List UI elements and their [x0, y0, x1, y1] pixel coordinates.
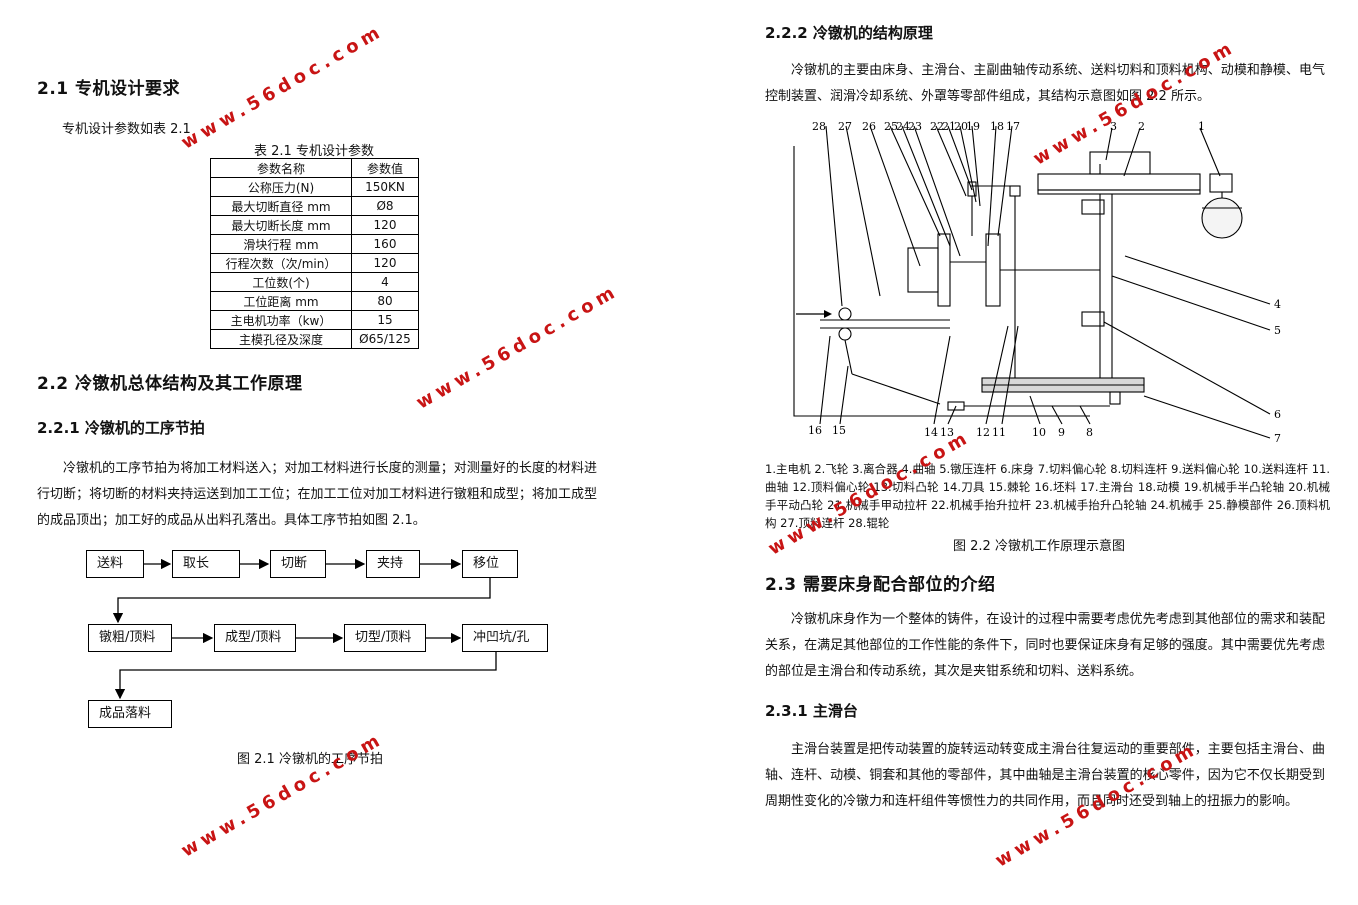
table-caption: 表 2.1 专机设计参数: [254, 144, 374, 159]
table-row: 行程次数（次/min）120: [210, 253, 419, 273]
table-row: 主电机功率（kw）15: [210, 310, 419, 330]
flow-step-feed: 送料: [86, 550, 144, 578]
para-2-2-2: 冷镦机的主要由床身、主滑台、主副曲轴传动系统、送料切料和顶料机构、动模和静模、电…: [765, 63, 1325, 104]
table-cell: 工位距离 mm: [210, 291, 352, 311]
diagram-label: 20: [954, 120, 968, 133]
para-2-3: 冷镦机床身作为一个整体的铸件，在设计的过程中需要考虑优先考虑到其他部位的需求和装…: [765, 612, 1325, 679]
cold-header-schematic: 28 27 26 25 24 23 22 21 20 19 18 17 3 2 …: [793, 120, 1281, 445]
diagram-label: 9: [1058, 426, 1065, 439]
diagram-label: 26: [862, 120, 876, 133]
flow-step-trim: 切型/顶料: [344, 624, 426, 652]
diagram-label: 21: [942, 120, 956, 133]
fig-2-2-caption: 图 2.2 冷镦机工作原理示意图: [953, 539, 1125, 554]
diagram-legend: 1.主电机 2.飞轮 3.离合器 4.曲轴 5.镦压连杆 6.床身 7.切料偏心…: [765, 462, 1330, 530]
diagram-label: 5: [1274, 324, 1281, 337]
table-header-cell: 参数名称: [210, 158, 352, 178]
diagram-label: 13: [940, 426, 954, 439]
flow-step-upset: 镦粗/顶料: [88, 624, 172, 652]
diagram-label: 18: [990, 120, 1004, 133]
section-2-2-heading: 2.2 冷镦机总体结构及其工作原理: [37, 374, 303, 394]
flow-step-pierce: 冲凹坑/孔: [462, 624, 548, 652]
diagram-label: 17: [1006, 120, 1020, 133]
diagram-label: 7: [1274, 432, 1281, 445]
diagram-label: 3: [1110, 120, 1117, 133]
diagram-label: 12: [976, 426, 990, 439]
para-2-2-1: 冷镦机的工序节拍为将加工材料送入；对加工材料进行长度的测量；对测量好的长度的材料…: [37, 461, 597, 528]
flowchart-connectors: [112, 558, 497, 700]
diagram-label: 8: [1086, 426, 1093, 439]
diagram-label: 14: [924, 426, 938, 439]
diagram-label: 22: [930, 120, 944, 133]
process-flowchart: 送料 取长 切断 夹持 移位 镦粗/顶料 成型/顶料 切型/顶料 冲凹坑/孔 成…: [86, 550, 548, 728]
table-cell: 120: [351, 215, 419, 235]
table-cell: 主模孔径及深度: [210, 329, 352, 349]
diagram-label: 25: [884, 120, 898, 133]
flow-step-cut: 切断: [270, 550, 326, 578]
diagram-label: 10: [1032, 426, 1046, 439]
table-header-row: 参数名称 参数值: [210, 158, 419, 178]
section-2-1-heading: 2.1 专机设计要求: [37, 79, 181, 99]
diagram-label: 15: [832, 424, 846, 437]
table-row: 工位数(个)4: [210, 272, 419, 292]
table-cell: 最大切断长度 mm: [210, 215, 352, 235]
diagram-label: 1: [1198, 120, 1205, 133]
flow-step-transfer: 移位: [462, 550, 518, 578]
diagram-label: 16: [808, 424, 822, 437]
para-2-3-1: 主滑台装置是把传动装置的旋转运动转变成主滑台往复运动的重要部件，主要包括主滑台、…: [765, 742, 1325, 809]
table-cell: 滑块行程 mm: [210, 234, 352, 254]
flow-step-measure: 取长: [172, 550, 240, 578]
table-cell: 行程次数（次/min）: [210, 253, 352, 273]
table-cell: 120: [351, 253, 419, 273]
section-2-2-1-heading: 2.2.1 冷镦机的工序节拍: [37, 419, 205, 437]
diagram-label: 27: [838, 120, 852, 133]
diagram-label: 6: [1274, 408, 1281, 421]
section-2-3-1-heading: 2.3.1 主滑台: [765, 702, 858, 720]
section-2-3-heading: 2.3 需要床身配合部位的介绍: [765, 575, 996, 595]
flow-step-eject: 成品落料: [88, 700, 172, 728]
diagram-label: 11: [992, 426, 1006, 439]
section-2-2-2-heading: 2.2.2 冷镦机的结构原理: [765, 24, 933, 42]
diagram-label: 19: [966, 120, 980, 133]
table-cell: 公称压力(N): [210, 177, 352, 197]
table-cell: Ø65/125: [351, 329, 419, 349]
table-intro: 专机设计参数如表 2.1: [62, 122, 191, 137]
diagram-label: 2: [1138, 120, 1145, 133]
flow-step-clamp: 夹持: [366, 550, 420, 578]
table-cell: Ø8: [351, 196, 419, 216]
fig-2-1-caption: 图 2.1 冷镦机的工序节拍: [237, 752, 383, 767]
diagram-label: 28: [812, 120, 826, 133]
flow-step-form: 成型/顶料: [214, 624, 296, 652]
diagram-label: 24: [896, 120, 910, 133]
table-row: 公称压力(N)150KN: [210, 177, 419, 197]
diagram-label: 23: [908, 120, 922, 133]
diagram-label: 4: [1274, 298, 1281, 311]
table-cell: 150KN: [351, 177, 419, 197]
table-header-cell: 参数值: [351, 158, 419, 178]
